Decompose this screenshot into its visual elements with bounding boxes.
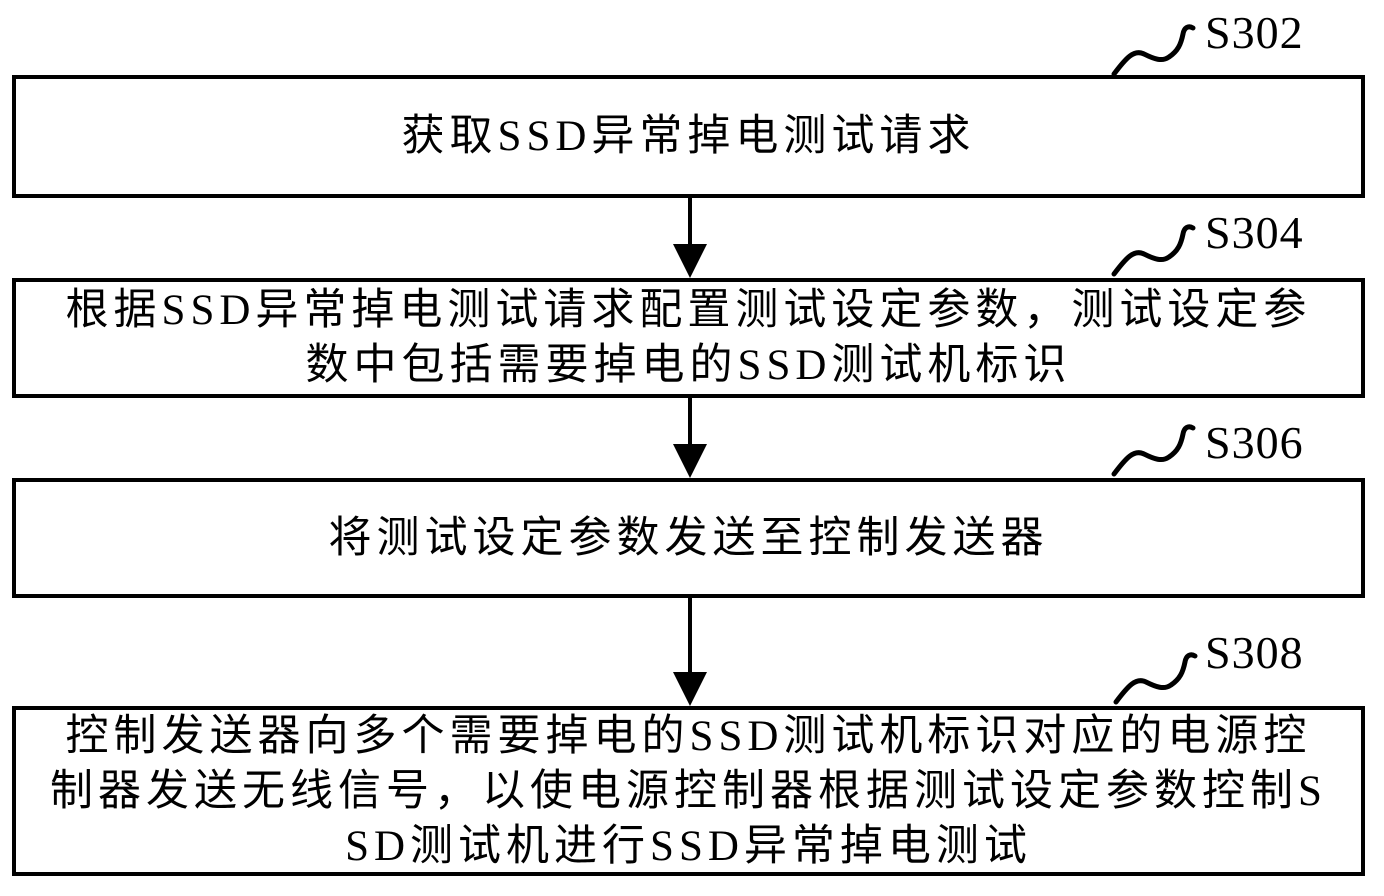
step-text: 控制发送器向多个需要掉电的SSD测试机标识对应的电源控 [65,712,1312,760]
step-text: 数中包括需要掉电的SSD测试机标识 [305,342,1072,389]
step-text: 获取SSD异常掉电测试请求 [401,113,976,160]
squiggle-connector-s308 [1113,652,1198,705]
step-box-s302: 获取SSD异常掉电测试请求 [12,75,1365,198]
step-text: 根据SSD异常掉电测试请求配置测试设定参数，测试设定参 [65,287,1312,334]
step-label-s308: S308 [1205,627,1304,678]
step-box-s304: 根据SSD异常掉电测试请求配置测试设定参数，测试设定参 数中包括需要掉电的SSD… [12,278,1365,398]
connector-arrow-line [688,398,692,446]
squiggle-connector-s304 [1111,224,1196,277]
squiggle-connector-s306 [1111,424,1196,477]
step-label-s304: S304 [1205,207,1304,258]
step-text: SD测试机进行SSD异常掉电测试 [345,822,1032,870]
step-box-s306: 将测试设定参数发送至控制发送器 [12,478,1365,598]
connector-arrow-head [673,244,707,278]
step-label-s302: S302 [1205,7,1304,58]
step-text: 将测试设定参数发送至控制发送器 [328,514,1049,562]
step-label-s306: S306 [1205,417,1304,468]
connector-arrow-head [673,672,707,706]
connector-arrow-head [673,444,707,478]
squiggle-connector-s302 [1111,24,1196,77]
step-box-s308: 控制发送器向多个需要掉电的SSD测试机标识对应的电源控 制器发送无线信号，以使电… [12,706,1365,876]
connector-arrow-line [688,598,692,674]
step-text: 制器发送无线信号，以使电源控制器根据测试设定参数控制S [50,767,1327,815]
connector-arrow-line [688,198,692,246]
